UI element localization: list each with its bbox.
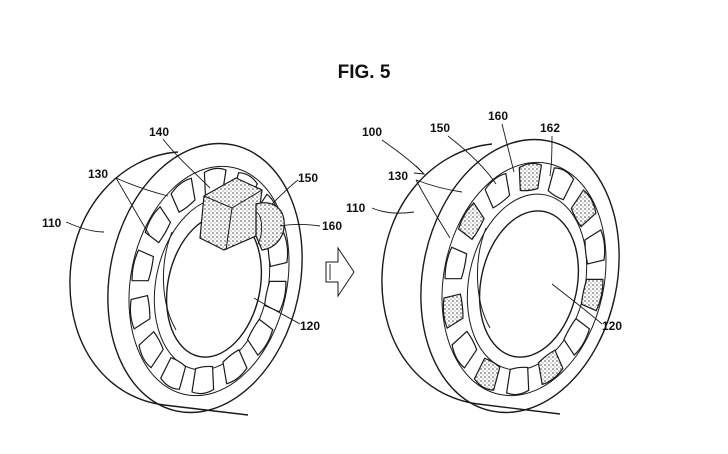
right-outer-web-ring [441,161,607,397]
left-spoke-opening [144,205,172,244]
left-spoke-opening [160,356,187,390]
left-spoke-opening [170,177,196,214]
right-spoke-pad [442,293,464,329]
left-label-160: 160 [322,219,342,233]
left-label-140: 140 [149,125,169,139]
right-label-160: 160 [488,109,508,123]
left-tire-outline [69,151,249,416]
left-outer-web-ring [128,165,290,397]
right-label-100: 100 [362,125,382,139]
right-label-110: 110 [346,201,366,215]
left-label-110: 110 [42,216,62,230]
right-assembly-arrowhead [413,165,426,175]
right-spoke-pad [473,357,501,391]
left-spoke-opening [129,294,151,330]
right-label-150: 150 [430,121,450,135]
right-wheel [381,138,620,415]
right-label-130: 130 [388,169,408,183]
right-spoke-opening [563,317,591,357]
right-spoke-pad [457,201,485,241]
right-spoke-pad [537,349,564,386]
right-hub-bore [478,210,580,358]
left-labels: 140 130 110 150 160 120 [42,125,342,333]
right-spoke-opening [444,246,468,280]
left-block-140 [199,177,285,251]
right-label-120: 120 [602,319,622,333]
left-label-130: 130 [88,167,108,181]
right-spoke-pad [580,278,604,312]
right-label-162: 162 [540,121,560,135]
right-spoke-pad [518,162,543,192]
figure-title: FIG. 5 [337,62,391,83]
left-spoke-opening [138,330,164,369]
left-spoke-opening [263,280,287,313]
right-spoke-opening [505,366,530,396]
right-spoke-pad [570,189,597,228]
left-hub-depth [162,231,177,331]
left-tire-front-rim [107,142,303,414]
right-spoke-opening [584,229,606,265]
left-label-150: 150 [298,171,318,185]
right-labels: 100 150 160 162 130 110 120 [346,109,622,333]
right-spoke-opening [451,330,478,369]
left-label-120: 120 [300,319,320,333]
hollow-right-arrow-icon [325,246,355,298]
right-tire-outline [381,143,561,415]
right-spoke-pads [442,162,606,396]
right-hub-depth [476,227,491,329]
right-spoke-opening [484,172,511,209]
left-spoke-opening [246,318,274,357]
left-spoke-opening [222,348,248,385]
left-wheel [69,142,303,416]
right-spoke-opening [547,167,575,201]
right-tire-front-rim [420,138,620,414]
left-spoke-opening [191,365,215,395]
left-spoke-opening [131,249,155,282]
